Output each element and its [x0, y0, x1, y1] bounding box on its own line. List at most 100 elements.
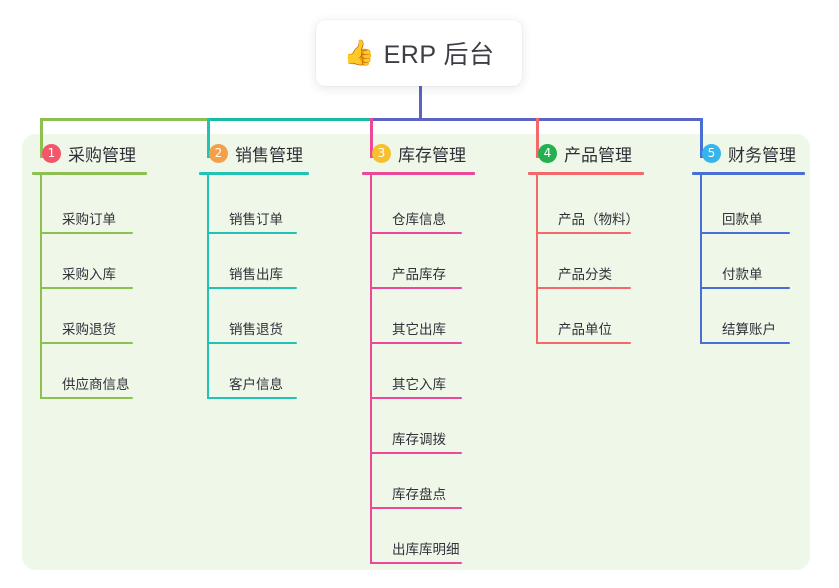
leaf-item-label: 产品分类 — [558, 267, 612, 282]
branch-title-3: 库存管理 — [398, 145, 466, 165]
leaf-item-underline — [700, 232, 790, 234]
leaf-item-underline — [370, 562, 462, 564]
branch-underline-3 — [362, 172, 475, 175]
branch-column-2: 2 销售管理 — [199, 140, 309, 175]
leaf-item[interactable]: 产品库存 — [370, 263, 462, 289]
root-stem-line — [419, 86, 422, 121]
leaf-item-underline — [370, 452, 462, 454]
branch-column-5: 5 财务管理 — [692, 140, 805, 175]
leaf-item-underline — [207, 397, 297, 399]
branch-drop-line-5 — [700, 118, 703, 158]
root-node-title: ERP 后台 — [383, 41, 495, 69]
leaf-item[interactable]: 供应商信息 — [40, 373, 133, 399]
branch-underline-4 — [528, 172, 644, 175]
leaf-item-label: 采购订单 — [62, 212, 116, 227]
leaf-item[interactable]: 采购退货 — [40, 318, 133, 344]
leaf-item[interactable]: 销售退货 — [207, 318, 297, 344]
leaf-item-underline — [207, 342, 297, 344]
leaf-item-label: 回款单 — [722, 212, 763, 227]
leaf-item[interactable]: 出库库明细 — [370, 538, 462, 564]
branch-number-badge-3: 3 — [372, 143, 391, 163]
branch-column-3: 3 库存管理 — [362, 140, 475, 175]
branch-title-4: 产品管理 — [564, 145, 632, 165]
leaf-item-underline — [370, 397, 462, 399]
thumbs-up-icon: 👍 — [343, 38, 375, 67]
leaf-item[interactable]: 回款单 — [700, 208, 790, 234]
leaf-item[interactable]: 采购入库 — [40, 263, 133, 289]
leaf-item-label: 产品库存 — [392, 267, 446, 282]
leaf-item[interactable]: 产品单位 — [536, 318, 631, 344]
leaf-item-label: 出库库明细 — [392, 542, 460, 557]
leaf-item-underline — [700, 342, 790, 344]
branch-spine-2 — [207, 174, 209, 399]
leaf-item-label: 结算账户 — [722, 322, 776, 337]
branch-title-5: 财务管理 — [728, 145, 796, 165]
leaf-item-underline — [207, 287, 297, 289]
branch-title-1: 采购管理 — [68, 145, 136, 165]
branch-header-2[interactable]: 2 销售管理 — [199, 140, 309, 166]
root-node-erp-backend[interactable]: 👍 ERP 后台 — [316, 20, 522, 86]
branch-spine-1 — [40, 174, 42, 399]
trunk-segment-2 — [207, 118, 372, 121]
branch-number-badge-2: 2 — [209, 143, 228, 163]
leaf-item-underline — [700, 287, 790, 289]
diagram-background-panel — [22, 134, 810, 570]
branch-header-1[interactable]: 1 采购管理 — [32, 140, 147, 166]
leaf-item[interactable]: 其它入库 — [370, 373, 462, 399]
leaf-item[interactable]: 付款单 — [700, 263, 790, 289]
leaf-item-underline — [536, 232, 631, 234]
leaf-item-label: 产品单位 — [558, 322, 612, 337]
leaf-item-label: 仓库信息 — [392, 212, 446, 227]
branch-column-1: 1 采购管理 — [32, 140, 147, 175]
leaf-item-underline — [40, 232, 133, 234]
branch-spine-4 — [536, 174, 538, 344]
leaf-item-label: 其它入库 — [392, 377, 446, 392]
leaf-item[interactable]: 库存盘点 — [370, 483, 462, 509]
leaf-item-label: 其它出库 — [392, 322, 446, 337]
leaf-item-label: 销售退货 — [229, 322, 283, 337]
branch-drop-line-4 — [536, 118, 539, 158]
leaf-item-underline — [536, 342, 631, 344]
leaf-item-label: 销售出库 — [229, 267, 283, 282]
leaf-item-label: 采购入库 — [62, 267, 116, 282]
leaf-item-label: 付款单 — [722, 267, 763, 282]
leaf-item[interactable]: 销售订单 — [207, 208, 297, 234]
leaf-item-label: 库存盘点 — [392, 487, 446, 502]
leaf-item-underline — [370, 287, 462, 289]
leaf-item[interactable]: 结算账户 — [700, 318, 790, 344]
leaf-item-label: 采购退货 — [62, 322, 116, 337]
branch-header-4[interactable]: 4 产品管理 — [528, 140, 644, 166]
leaf-item-label: 库存调拨 — [392, 432, 446, 447]
leaf-item[interactable]: 仓库信息 — [370, 208, 462, 234]
branch-number-badge-4: 4 — [538, 143, 557, 163]
leaf-item[interactable]: 销售出库 — [207, 263, 297, 289]
leaf-item[interactable]: 库存调拨 — [370, 428, 462, 454]
branch-spine-5 — [700, 174, 702, 344]
branch-spine-3 — [370, 174, 372, 564]
leaf-item-label: 产品（物料） — [558, 212, 639, 227]
branch-header-5[interactable]: 5 财务管理 — [692, 140, 805, 166]
branch-title-2: 销售管理 — [235, 145, 303, 165]
branch-number-badge-5: 5 — [702, 143, 721, 163]
leaf-item-underline — [40, 397, 133, 399]
leaf-item-underline — [370, 232, 462, 234]
branch-drop-line-1 — [40, 118, 43, 158]
leaf-item-underline — [40, 342, 133, 344]
leaf-item-underline — [40, 287, 133, 289]
leaf-item[interactable]: 采购订单 — [40, 208, 133, 234]
leaf-item[interactable]: 产品分类 — [536, 263, 631, 289]
leaf-item-label: 销售订单 — [229, 212, 283, 227]
leaf-item-label: 供应商信息 — [62, 377, 130, 392]
branch-drop-line-2 — [207, 118, 210, 158]
branch-underline-1 — [32, 172, 147, 175]
branch-number-badge-1: 1 — [42, 143, 61, 163]
leaf-item[interactable]: 产品（物料） — [536, 208, 639, 234]
trunk-segment-1 — [40, 118, 209, 121]
leaf-item[interactable]: 客户信息 — [207, 373, 297, 399]
branch-column-4: 4 产品管理 — [528, 140, 644, 175]
branch-underline-5 — [692, 172, 805, 175]
leaf-item-underline — [536, 287, 631, 289]
branch-drop-line-3 — [370, 118, 373, 158]
leaf-item[interactable]: 其它出库 — [370, 318, 462, 344]
branch-header-3[interactable]: 3 库存管理 — [362, 140, 475, 166]
